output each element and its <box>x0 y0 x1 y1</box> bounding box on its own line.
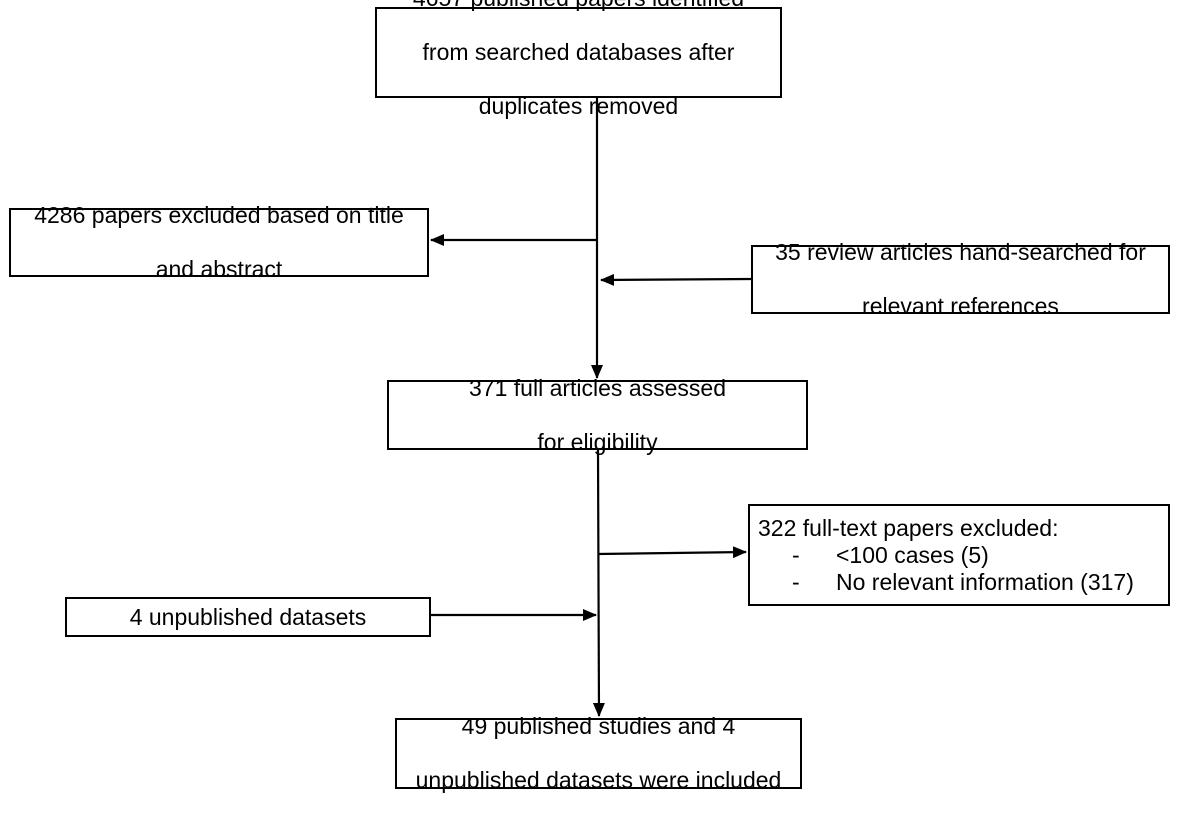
box-excluded-title-abstract: 4286 papers excluded based on title and … <box>9 202 429 282</box>
box-included-line-2: unpublished datasets were included <box>415 767 782 793</box>
arrow-to-fulltext-excluded <box>597 546 747 559</box>
box-full-articles-line-2: for eligibility <box>537 428 658 455</box>
box-review-articles: 35 review articles hand-searched for rel… <box>751 239 1170 319</box>
box-identified-line-2: from searched databases after <box>422 39 735 65</box>
box-review-line-2: relevant references <box>862 293 1059 319</box>
fulltext-excluded-bullet-2: - No relevant information (317) <box>758 569 1134 596</box>
arrow-full-articles-to-included <box>592 449 605 717</box>
bullet-dash: - <box>792 568 800 595</box>
box-review-line-1: 35 review articles hand-searched for <box>775 239 1146 265</box>
box-fulltext-excluded: 322 full-text papers excluded: - <100 ca… <box>748 504 1170 606</box>
box-identified: 4657 published papers identified from se… <box>375 0 782 119</box>
bullet-dash: - <box>792 541 800 568</box>
box-included-line-1: 49 published studies and 4 <box>461 713 736 739</box>
box-full-articles-line-1: 371 full articles assessed <box>469 374 726 401</box>
box-included: 49 published studies and 4 unpublished d… <box>395 713 802 793</box>
fulltext-excluded-bullet-1: - <100 cases (5) <box>758 542 989 569</box>
bullet-text-no-relevant-information: No relevant information (317) <box>836 568 1134 595</box>
arrow-review-articles-to-main <box>600 273 753 286</box>
bullet-text-less-than-100-cases: <100 cases (5) <box>836 541 989 568</box>
flowchart-connectors <box>430 97 753 717</box>
box-unpublished-datasets: 4 unpublished datasets <box>65 597 431 637</box>
fulltext-excluded-heading: 322 full-text papers excluded: <box>758 514 1059 541</box>
box-full-articles: 371 full articles assessed for eligibili… <box>387 375 808 455</box>
box-identified-line-1: 4657 published papers identified <box>413 0 744 12</box>
box-excluded-line-1: 4286 papers excluded based on title <box>34 202 404 228</box>
box-excluded-line-2: and abstract <box>155 256 283 282</box>
box-identified-line-3: duplicates removed <box>478 93 679 119</box>
box-unpublished-line-1: 4 unpublished datasets <box>129 603 367 630</box>
